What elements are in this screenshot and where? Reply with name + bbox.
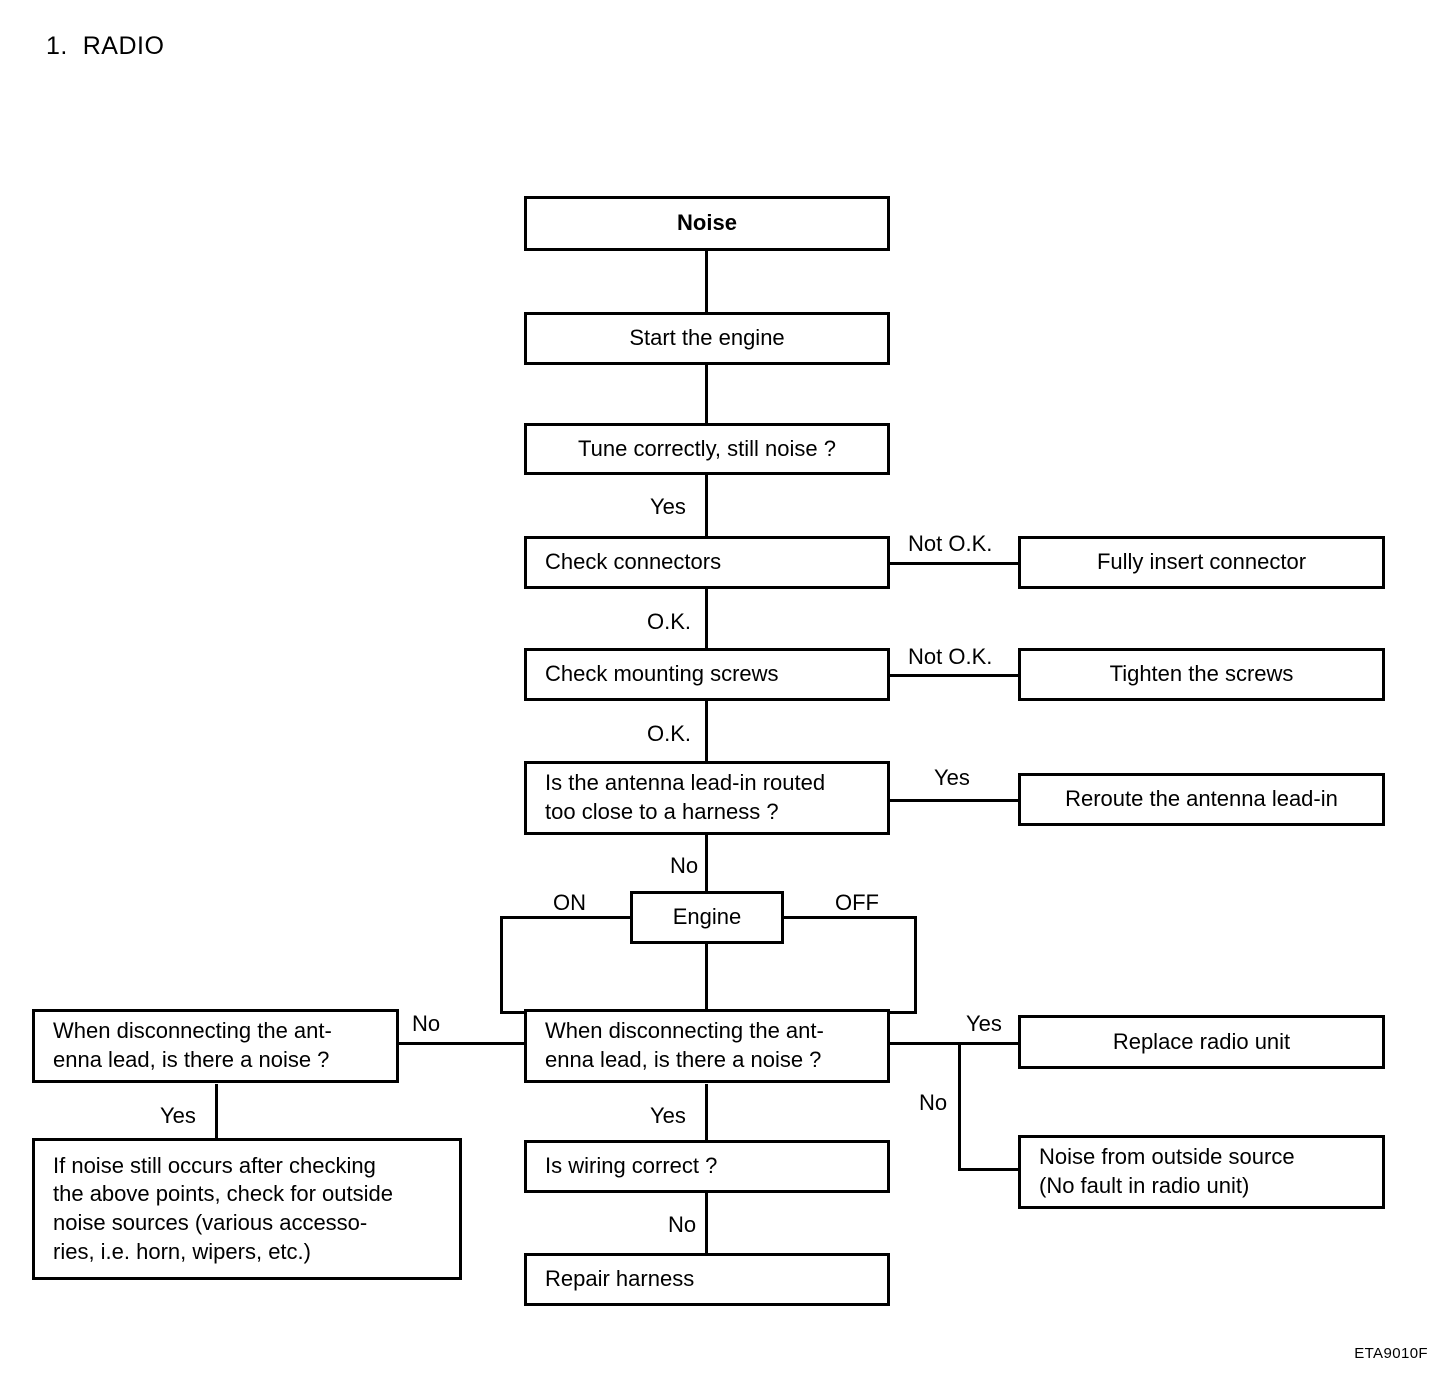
edge-label-yes-tune: Yes: [650, 494, 686, 519]
edge-noise-to-start: [705, 250, 708, 314]
edge-engine-off-into-box: [884, 1011, 917, 1014]
page-title: 1. RADIO: [46, 32, 165, 60]
edge-wiring-to-repair: [705, 1192, 708, 1254]
node-antenna-lead-routed-label: Is the antenna lead-in routed too close …: [545, 770, 826, 824]
edge-antenna-to-engine: [705, 833, 708, 893]
node-start-engine-label: Start the engine: [629, 325, 785, 351]
edge-engine-off-horizontal: [781, 916, 917, 919]
node-engine[interactable]: Engine: [630, 891, 784, 944]
node-outside-noise-sources-note[interactable]: If noise still occurs after checking the…: [32, 1138, 462, 1280]
document-code: ETA9010F: [1354, 1345, 1428, 1362]
edge-label-notok-connectors: Not O.K.: [908, 531, 993, 556]
node-repair-harness[interactable]: Repair harness: [524, 1253, 890, 1306]
node-fully-insert-connector[interactable]: Fully insert connector: [1018, 536, 1385, 589]
node-reroute-antenna-lead-in[interactable]: Reroute the antenna lead-in: [1018, 773, 1385, 826]
node-start-engine[interactable]: Start the engine: [524, 312, 890, 365]
node-is-wiring-correct[interactable]: Is wiring correct ?: [524, 1140, 890, 1193]
edge-engine-to-disc-right: [705, 943, 708, 1014]
edge-checkconn-to-screws: [705, 588, 708, 650]
edge-discright-to-discleft: [398, 1042, 528, 1045]
node-is-wiring-correct-label: Is wiring correct ?: [545, 1153, 718, 1179]
node-noise-label: Noise: [677, 210, 737, 236]
node-noise-from-outside-source-label: Noise from outside source (No fault in r…: [1039, 1144, 1295, 1198]
edge-label-yes-antenna: Yes: [934, 765, 970, 790]
node-tighten-the-screws[interactable]: Tighten the screws: [1018, 648, 1385, 701]
edge-discleft-to-note: [215, 1084, 218, 1139]
node-replace-radio-unit-label: Replace radio unit: [1112, 1028, 1291, 1054]
edge-discright-no-vertical: [958, 1042, 961, 1171]
node-tune-correctly[interactable]: Tune correctly, still noise ?: [524, 423, 890, 475]
edge-discright-to-wiring: [705, 1084, 708, 1141]
node-noise-from-outside-source[interactable]: Noise from outside source (No fault in r…: [1018, 1135, 1385, 1209]
edge-screws-to-tighten: [888, 674, 1020, 677]
edge-discright-branch-stem: [888, 1042, 961, 1045]
node-check-mounting-screws[interactable]: Check mounting screws: [524, 648, 890, 701]
edge-discright-no-to-outside: [958, 1168, 1020, 1171]
edge-screws-to-antenna: [705, 700, 708, 762]
node-tighten-the-screws-label: Tighten the screws: [1109, 661, 1294, 687]
edge-label-yes-disconnect-right: Yes: [650, 1103, 686, 1128]
node-check-connectors[interactable]: Check connectors: [524, 536, 890, 589]
node-check-mounting-screws-label: Check mounting screws: [545, 661, 779, 687]
edge-label-no-wiring: No: [668, 1212, 697, 1237]
node-tune-correctly-label: Tune correctly, still noise ?: [578, 435, 836, 461]
edge-engine-off-vertical: [914, 916, 917, 1014]
edge-engine-on-horizontal: [500, 916, 633, 919]
node-noise[interactable]: Noise: [524, 196, 890, 251]
node-reroute-antenna-lead-in-label: Reroute the antenna lead-in: [1065, 786, 1338, 812]
edge-engine-on-vertical: [500, 916, 503, 1014]
node-disconnect-antenna-right[interactable]: When disconnecting the ant- enna lead, i…: [524, 1009, 890, 1083]
edge-label-ok-screws: O.K.: [647, 721, 692, 746]
edge-label-no-outside-source: No: [919, 1090, 948, 1115]
edge-label-on-engine: ON: [553, 890, 586, 915]
edge-label-ok-connectors: O.K.: [647, 609, 692, 634]
edge-start-to-tune: [705, 364, 708, 426]
node-check-connectors-label: Check connectors: [545, 549, 722, 575]
edge-label-notok-screws: Not O.K.: [908, 644, 993, 669]
edge-label-yes-disconnect-left: Yes: [160, 1103, 196, 1128]
node-disconnect-antenna-left-label: When disconnecting the ant- enna lead, i…: [53, 1018, 332, 1072]
edge-engine-on-into-box: [500, 1011, 532, 1014]
node-engine-label: Engine: [672, 904, 742, 930]
edge-label-no-antenna: No: [670, 853, 699, 878]
edge-label-no-disconnect: No: [412, 1011, 441, 1036]
node-disconnect-antenna-right-label: When disconnecting the ant- enna lead, i…: [545, 1018, 824, 1072]
edge-antenna-to-reroute: [888, 799, 1020, 802]
node-repair-harness-label: Repair harness: [545, 1266, 695, 1292]
node-outside-noise-sources-note-label: If noise still occurs after checking the…: [53, 1152, 393, 1264]
edge-checkconn-to-insert: [888, 562, 1020, 565]
edge-discright-yes-to-replace: [958, 1042, 1020, 1045]
edge-tune-to-checkconn: [705, 473, 708, 537]
node-replace-radio-unit[interactable]: Replace radio unit: [1018, 1015, 1385, 1069]
edge-label-yes-replace-radio: Yes: [966, 1011, 1002, 1036]
node-antenna-lead-routed[interactable]: Is the antenna lead-in routed too close …: [524, 761, 890, 835]
node-disconnect-antenna-left[interactable]: When disconnecting the ant- enna lead, i…: [32, 1009, 399, 1083]
edge-label-off-engine: OFF: [835, 890, 879, 915]
node-fully-insert-connector-label: Fully insert connector: [1096, 549, 1307, 575]
